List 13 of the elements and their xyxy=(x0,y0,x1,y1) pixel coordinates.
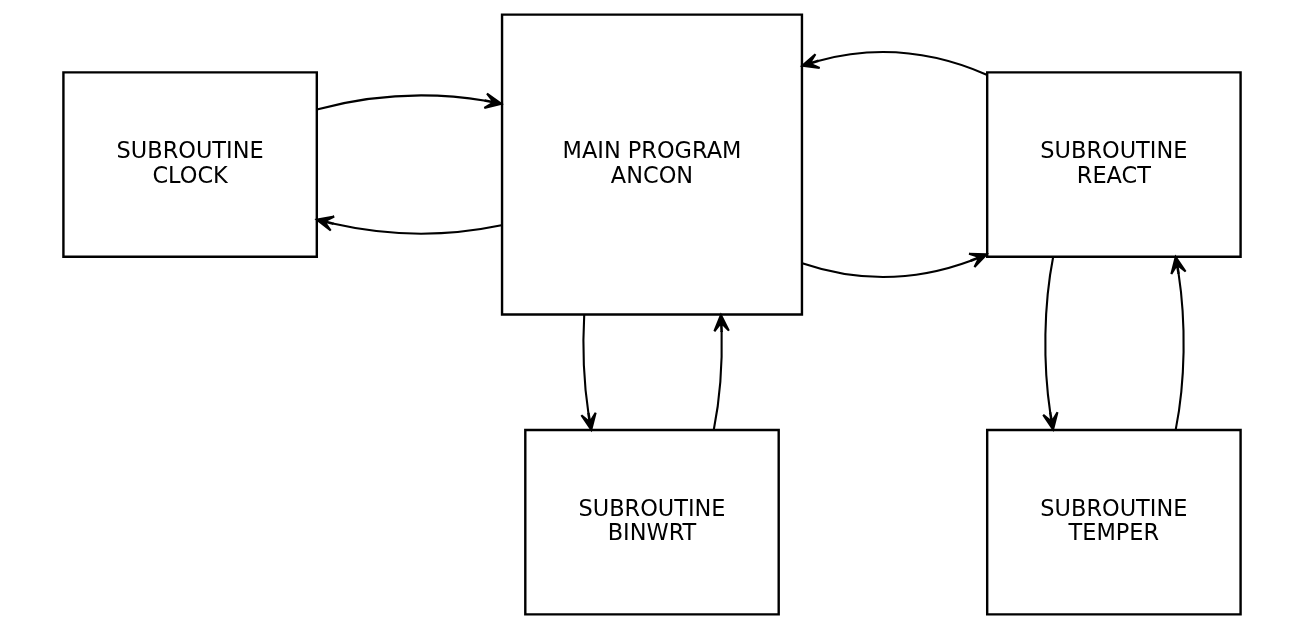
arrow xyxy=(1170,255,1187,430)
arrow xyxy=(315,215,502,235)
arrow xyxy=(801,252,988,278)
node-box: SUBROUTINE REACT xyxy=(986,71,1242,258)
arrow xyxy=(801,51,988,76)
node-box: SUBROUTINE CLOCK xyxy=(62,71,318,258)
node-box: MAIN PROGRAM ANCON xyxy=(500,13,804,316)
arrow xyxy=(1042,256,1059,431)
node-box: SUBROUTINE TEMPER xyxy=(986,428,1242,616)
arrow xyxy=(712,313,730,431)
arrow xyxy=(580,314,597,431)
node-box: SUBROUTINE BINWRT xyxy=(524,428,780,616)
arrow xyxy=(316,92,503,111)
